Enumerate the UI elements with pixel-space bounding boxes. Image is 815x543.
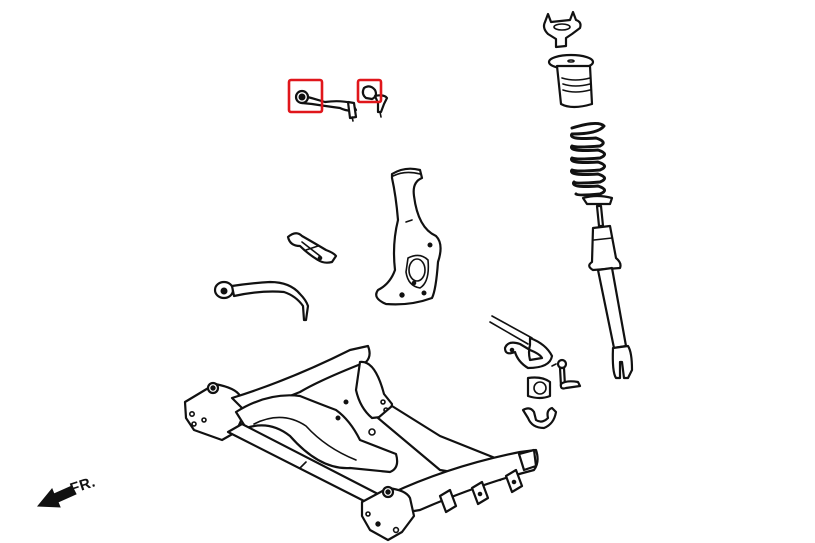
front-direction-arrow-icon	[36, 485, 77, 508]
strut-top-mount	[542, 10, 582, 49]
shock-absorber	[588, 204, 634, 380]
bump-stop-boot	[547, 53, 595, 109]
highlight-box-ball-joint	[356, 78, 383, 104]
lower-arm-rear	[286, 232, 338, 264]
stabilizer-link	[551, 358, 582, 390]
lower-arm-front	[213, 280, 310, 322]
steering-knuckle	[375, 167, 442, 306]
highlight-box-inner-bushing	[287, 78, 324, 114]
stabilizer-bar	[489, 315, 554, 370]
upper-control-arm	[294, 85, 389, 122]
stabilizer-bracket	[521, 406, 558, 430]
stabilizer-bushing	[526, 376, 552, 400]
coil-spring	[570, 121, 614, 206]
subframe	[183, 344, 539, 542]
